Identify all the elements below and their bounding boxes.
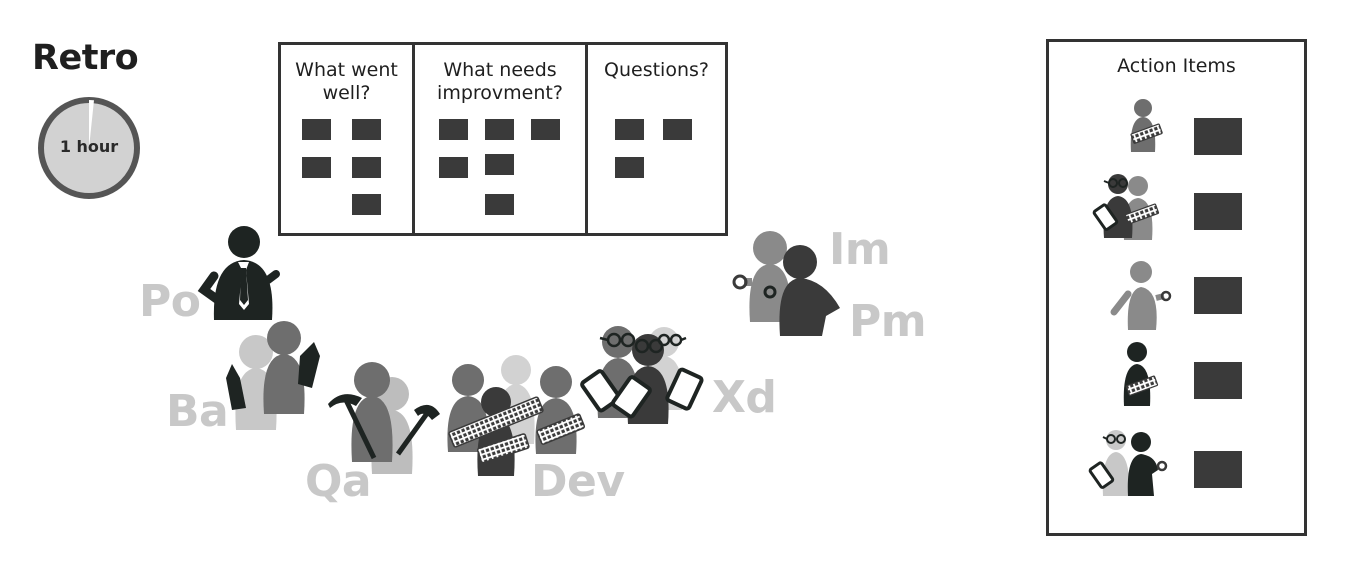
ux-designer-icon bbox=[580, 326, 704, 424]
timebox-label: 1 hour bbox=[59, 137, 119, 156]
action-owner-icon bbox=[1088, 430, 1168, 496]
product-owner-icon bbox=[197, 226, 280, 320]
column-went-well: What went well? bbox=[281, 45, 412, 233]
role-label-xd: Xd bbox=[712, 372, 777, 423]
action-item-box[interactable] bbox=[1194, 451, 1242, 488]
role-label-im: Im bbox=[829, 224, 891, 275]
role-label-qa: Qa bbox=[305, 456, 372, 507]
column-header: What went well? bbox=[295, 59, 398, 104]
column-questions: Questions? bbox=[585, 45, 725, 233]
action-owner-icon bbox=[1123, 342, 1159, 406]
sticky-note[interactable] bbox=[352, 157, 381, 178]
sticky-note[interactable] bbox=[352, 119, 381, 140]
sticky-note[interactable] bbox=[302, 119, 331, 140]
sticky-note[interactable] bbox=[531, 119, 560, 140]
column-needs-improvement: What needs improvment? bbox=[412, 45, 585, 233]
action-item-box[interactable] bbox=[1194, 193, 1242, 230]
sticky-note[interactable] bbox=[485, 154, 514, 175]
column-header: What needs improvment? bbox=[437, 59, 563, 104]
qa-tester-icon bbox=[328, 362, 440, 474]
role-label-dev: Dev bbox=[531, 456, 625, 507]
action-owner-icon bbox=[1092, 174, 1160, 240]
role-label-pm: Pm bbox=[849, 296, 927, 347]
clock-icon bbox=[38, 97, 140, 199]
sticky-note[interactable] bbox=[485, 194, 514, 215]
sticky-note[interactable] bbox=[352, 194, 381, 215]
sticky-note[interactable] bbox=[439, 119, 468, 140]
page-title: Retro bbox=[32, 38, 139, 78]
action-items-panel bbox=[1046, 39, 1307, 536]
sticky-note[interactable] bbox=[439, 157, 468, 178]
action-owner-icon bbox=[1130, 99, 1163, 152]
sticky-note[interactable] bbox=[302, 157, 331, 178]
action-item-box[interactable] bbox=[1194, 118, 1242, 155]
column-header: Questions? bbox=[604, 59, 709, 81]
manager-icon bbox=[732, 231, 840, 336]
business-analyst-icon bbox=[226, 321, 320, 430]
sticky-note[interactable] bbox=[615, 157, 644, 178]
developer-icon bbox=[447, 355, 586, 476]
sticky-note[interactable] bbox=[615, 119, 644, 140]
action-item-box[interactable] bbox=[1194, 362, 1242, 399]
action-items-title: Action Items bbox=[1117, 55, 1236, 77]
sticky-note[interactable] bbox=[663, 119, 692, 140]
role-label-po: Po bbox=[139, 276, 201, 327]
action-owner-icon bbox=[1110, 261, 1172, 330]
action-item-box[interactable] bbox=[1194, 277, 1242, 314]
role-label-ba: Ba bbox=[166, 386, 229, 437]
sticky-note[interactable] bbox=[485, 119, 514, 140]
retro-board: What went well? What needs improvment? Q… bbox=[278, 42, 728, 236]
